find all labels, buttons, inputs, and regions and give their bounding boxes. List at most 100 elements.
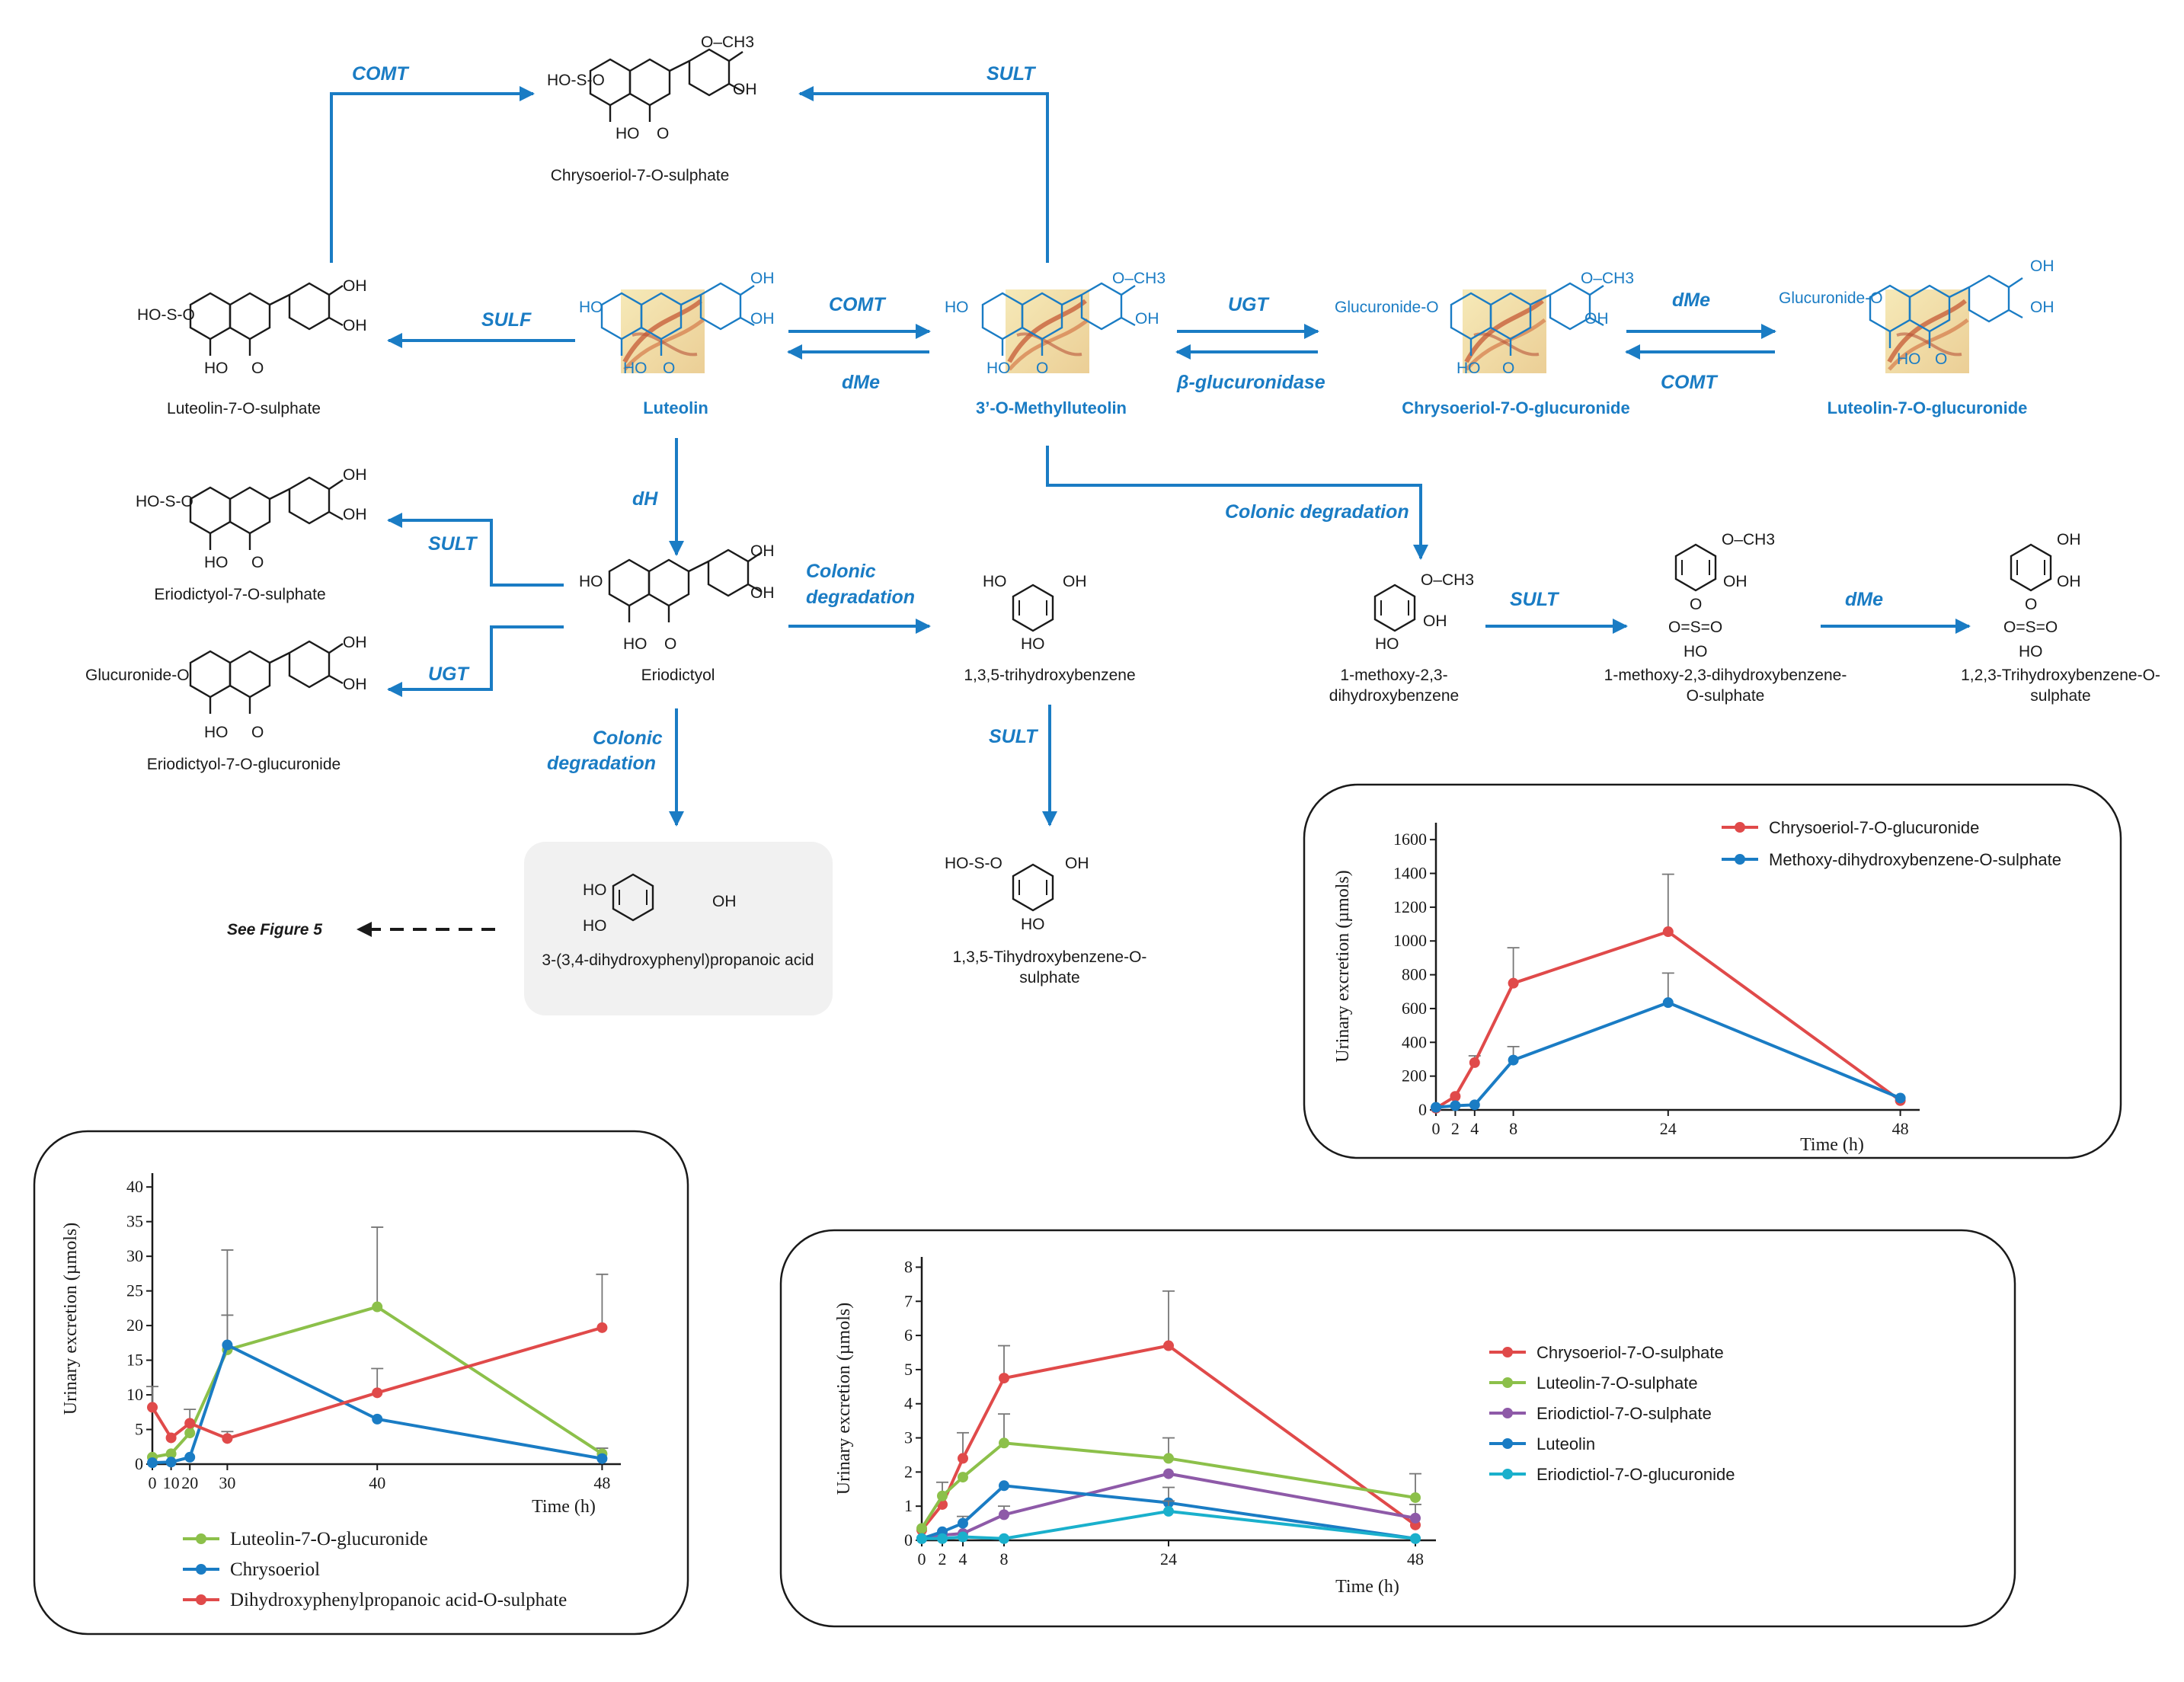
atom-label: O–CH3 bbox=[1722, 531, 1775, 548]
atom-label: HO bbox=[986, 360, 1011, 377]
atom-label: OH bbox=[2057, 531, 2081, 548]
chart-panel-2 bbox=[33, 1130, 689, 1636]
enzyme-beta-gluc: β-glucuronidase bbox=[1176, 372, 1325, 393]
atom-label: HO bbox=[983, 573, 1007, 590]
data-point bbox=[1163, 1505, 1174, 1517]
data-point bbox=[958, 1472, 968, 1483]
atom-label: HO bbox=[204, 554, 229, 571]
enzyme-colonic-1b: degradation bbox=[806, 587, 915, 608]
enzyme-dme-mid: dMe bbox=[842, 372, 880, 393]
data-point bbox=[184, 1451, 196, 1463]
atom-label: O–CH3 bbox=[1421, 571, 1474, 589]
enzyme-colonic-1: Colonic bbox=[806, 561, 876, 582]
luteolin-7-sulphate-structure bbox=[189, 282, 344, 357]
y-tick-label: 2 bbox=[904, 1462, 913, 1481]
atom-label: O bbox=[2025, 596, 2037, 613]
x-tick-label: 24 bbox=[1160, 1549, 1177, 1568]
data-point bbox=[999, 1533, 1009, 1544]
data-point bbox=[1662, 997, 1674, 1009]
y-tick-label: 6 bbox=[904, 1325, 913, 1345]
legend-entry: Eriodictiol-7-O-glucuronide bbox=[1536, 1465, 1735, 1484]
data-point bbox=[1450, 1100, 1461, 1111]
atom-label: HO bbox=[1021, 635, 1045, 653]
arrow-colonic-3 bbox=[1046, 446, 1428, 560]
data-point bbox=[222, 1433, 233, 1444]
data-point bbox=[165, 1432, 177, 1444]
legend-entry: Luteolin-7-O-glucuronide bbox=[230, 1529, 428, 1549]
atom-label: OH bbox=[712, 893, 737, 910]
atom-label: O–CH3 bbox=[1581, 270, 1634, 287]
x-tick-label: 0 bbox=[1432, 1119, 1441, 1138]
atom-label: HO bbox=[623, 360, 648, 377]
enzyme-colonic-2b: degradation bbox=[547, 753, 656, 774]
y-tick-label: 5 bbox=[135, 1420, 143, 1439]
legend-marker bbox=[196, 1533, 206, 1544]
x-tick-label: 2 bbox=[939, 1549, 947, 1568]
y-tick-label: 25 bbox=[126, 1281, 143, 1300]
data-point bbox=[999, 1373, 1009, 1384]
legend-marker bbox=[1502, 1377, 1513, 1388]
atom-label: O bbox=[657, 125, 669, 142]
x-tick-label: 0 bbox=[918, 1549, 926, 1568]
atom-label: OH bbox=[2030, 257, 2054, 275]
pathway-arrows bbox=[330, 86, 1971, 827]
dhpp-acid-box bbox=[524, 842, 833, 1015]
data-point bbox=[1410, 1533, 1421, 1544]
y-tick-label: 1400 bbox=[1393, 864, 1427, 883]
atom-label: OH bbox=[750, 542, 775, 560]
y-tick-label: 0 bbox=[135, 1454, 143, 1473]
enzyme-dme-right: dMe bbox=[1672, 289, 1710, 311]
atom-label: HO bbox=[579, 573, 603, 590]
enzyme-comt-mid: COMT bbox=[829, 294, 887, 315]
series-line bbox=[920, 1344, 1417, 1531]
atom-label: OH bbox=[1423, 612, 1447, 630]
data-point bbox=[184, 1418, 196, 1429]
y-axis-label: Urinary excretion (µmols) bbox=[61, 1223, 81, 1415]
data-point bbox=[147, 1457, 158, 1469]
enzyme-dh: dH bbox=[632, 488, 658, 510]
enzyme-sulf: SULF bbox=[481, 309, 532, 331]
enzyme-ugt-erio: UGT bbox=[428, 664, 471, 685]
x-axis-label: Time (h) bbox=[1800, 1135, 1864, 1155]
atom-label: HO bbox=[583, 881, 607, 899]
y-tick-label: 35 bbox=[126, 1212, 143, 1231]
atom-label: HO bbox=[945, 299, 969, 316]
enzyme-sult-mdhb: SULT bbox=[1510, 589, 1560, 610]
legend-marker bbox=[196, 1564, 206, 1575]
data-point bbox=[1508, 1054, 1519, 1066]
data-point bbox=[1662, 926, 1674, 938]
y-tick-label: 20 bbox=[126, 1316, 143, 1335]
atom-label: HO bbox=[616, 125, 640, 142]
compound-label-dhpp-acid: 3-(3,4-dihydroxyphenyl)propanoic acid bbox=[542, 951, 814, 969]
data-point bbox=[999, 1437, 1009, 1449]
eriodictyol-7-glucuronide-structure bbox=[189, 640, 344, 715]
atom-label: OH bbox=[2030, 299, 2054, 316]
enzyme-colonic-2: Colonic bbox=[593, 727, 663, 749]
legend-entry: Chrysoeriol bbox=[230, 1559, 320, 1580]
legend-entry: Luteolin-7-O-sulphate bbox=[1536, 1373, 1698, 1393]
y-tick-label: 4 bbox=[904, 1394, 913, 1413]
data-point bbox=[937, 1533, 948, 1544]
data-point bbox=[184, 1428, 196, 1439]
atom-label: HO bbox=[204, 724, 229, 741]
data-point bbox=[1410, 1492, 1421, 1503]
data-point bbox=[1410, 1512, 1421, 1524]
y-tick-label: 1600 bbox=[1393, 830, 1427, 849]
trihydroxy123-sulphate-structure bbox=[2010, 543, 2052, 592]
x-tick-label: 8 bbox=[1509, 1119, 1517, 1138]
atom-label: O bbox=[664, 635, 676, 653]
atom-label: HO bbox=[1375, 635, 1399, 653]
atom-label: HO-S-O bbox=[137, 306, 195, 324]
enzyme-comt-right: COMT bbox=[1661, 372, 1719, 393]
atom-label: OH bbox=[1063, 573, 1087, 590]
atom-label: O bbox=[1690, 596, 1702, 613]
data-point bbox=[1895, 1092, 1906, 1104]
atom-label: O bbox=[251, 724, 264, 741]
data-point bbox=[999, 1509, 1009, 1521]
atom-label: HO bbox=[1897, 350, 1921, 368]
atom-label: OH bbox=[750, 270, 775, 287]
y-tick-label: 400 bbox=[1402, 1032, 1427, 1051]
atom-label: O bbox=[251, 554, 264, 571]
